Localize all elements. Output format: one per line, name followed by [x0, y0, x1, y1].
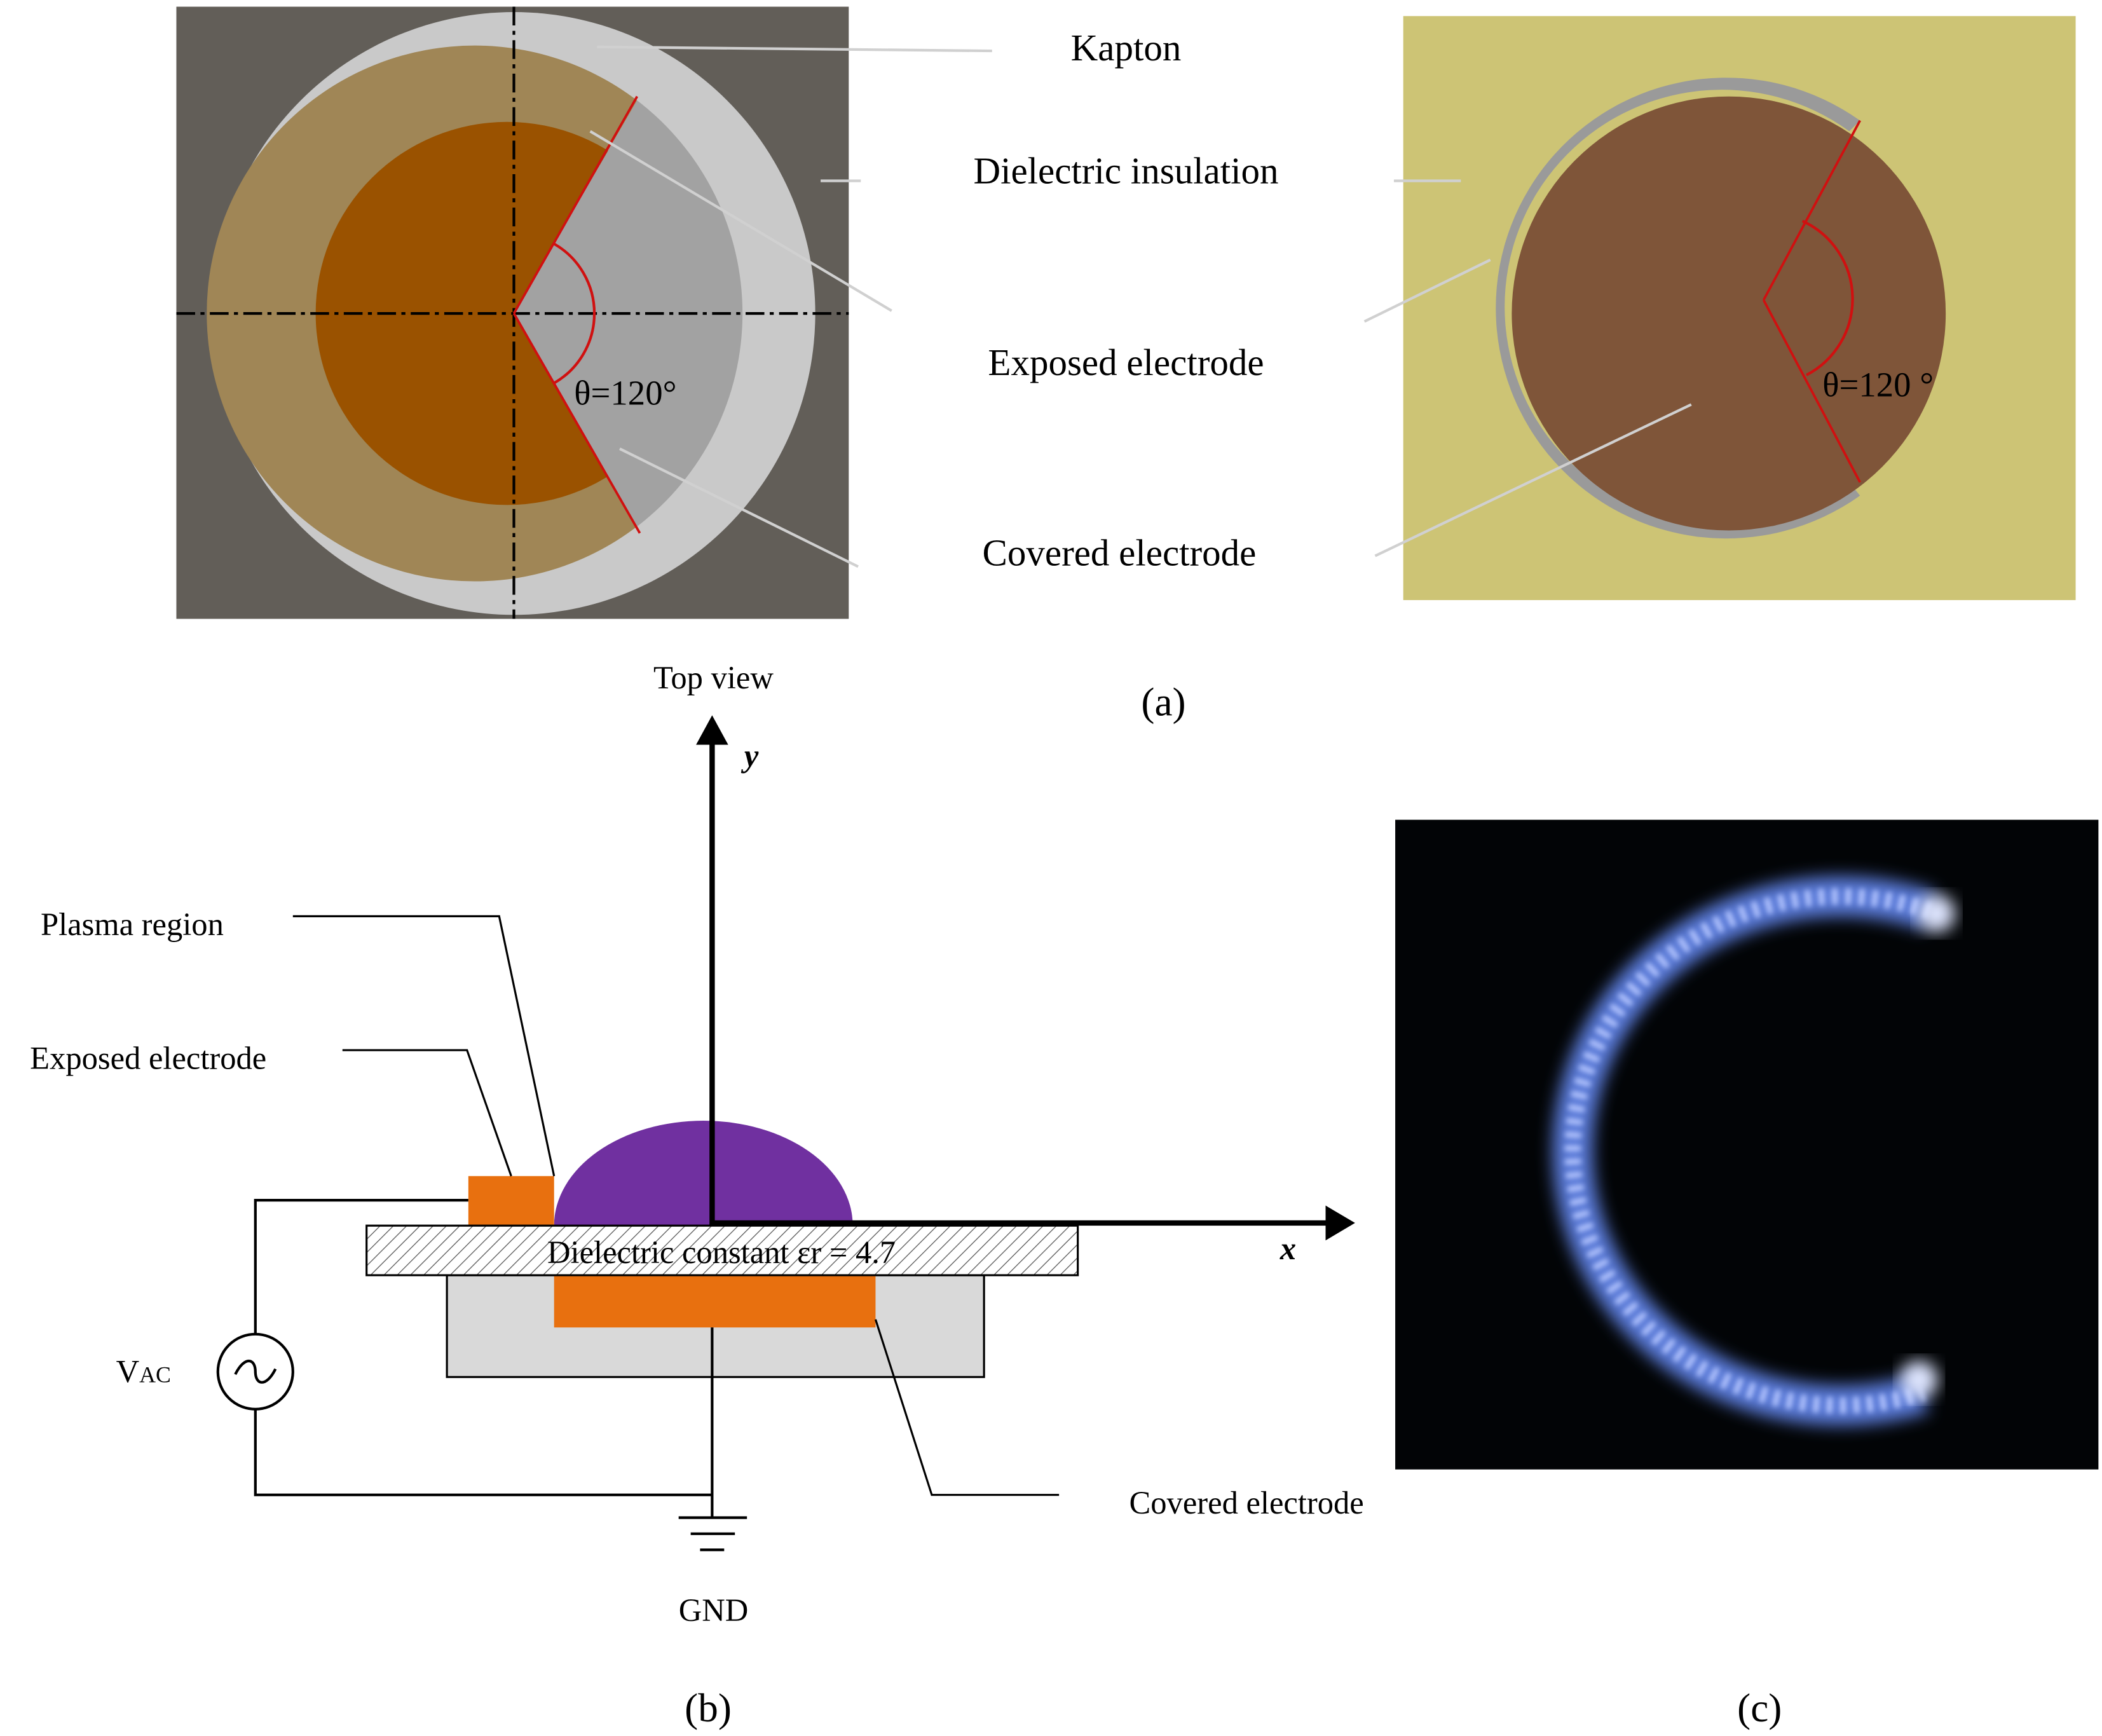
- angle-label-left: θ=120°: [574, 373, 676, 412]
- plasma-photo: (c): [1395, 819, 2099, 1730]
- angle-arc-right: [1801, 219, 1854, 376]
- label-covered-electrode-a: Covered electrode: [983, 531, 1257, 573]
- dielectric-label: Dielectric constant εr = 4.7: [547, 1234, 896, 1270]
- cross-section: Dielectric constant εr = 4.7 y x VAC GND…: [30, 715, 1364, 1730]
- y-axis-label: y: [740, 737, 759, 773]
- caption-b: (b): [685, 1686, 732, 1730]
- angle-line-bottom: [512, 313, 641, 534]
- label-covered-electrode-b: Covered electrode: [1129, 1485, 1364, 1521]
- top-view-left: θ=120°: [176, 6, 849, 619]
- top-view-right: θ=120 °: [1403, 16, 2076, 601]
- circuit-wires: [254, 1198, 747, 1552]
- label-kapton: Kapton: [1071, 27, 1182, 69]
- covered-electrode-b: [554, 1275, 876, 1328]
- x-arrow-icon: [1325, 1205, 1355, 1241]
- label-exposed-electrode-b: Exposed electrode: [30, 1041, 266, 1076]
- x-axis-label: x: [1280, 1231, 1296, 1266]
- label-dielectric-insulation: Dielectric insulation: [973, 150, 1278, 192]
- plasma-tip-top: [1917, 894, 1955, 933]
- caption-c: (c): [1737, 1686, 1782, 1730]
- angle-arc: [553, 242, 596, 385]
- plasma-region: [554, 1121, 853, 1226]
- exposed-electrode-b: [468, 1176, 554, 1226]
- dielectric-layer: [365, 1224, 1079, 1276]
- label-top-view: Top view: [653, 660, 774, 695]
- label-plasma-region: Plasma region: [41, 906, 224, 942]
- plasma-tip-bottom: [1900, 1360, 1938, 1398]
- y-arrow-icon: [696, 715, 728, 745]
- caption-a: (a): [1141, 680, 1185, 724]
- angle-line-bottom-right: [1762, 299, 1861, 483]
- electrode-right: [1512, 96, 1946, 531]
- label-exposed-electrode-a: Exposed electrode: [988, 341, 1264, 383]
- sine-icon: [234, 1360, 277, 1384]
- angle-label-right: θ=120 °: [1822, 366, 1934, 404]
- plasma-filaments: [1564, 888, 1932, 1414]
- ground-label: GND: [679, 1592, 749, 1628]
- angle-line-top-right: [1762, 120, 1861, 301]
- source-label: VAC: [116, 1354, 171, 1390]
- leader-lines-a: [589, 45, 1692, 568]
- leader-lines-b: [292, 915, 1060, 1496]
- angle-line-top: [512, 95, 639, 315]
